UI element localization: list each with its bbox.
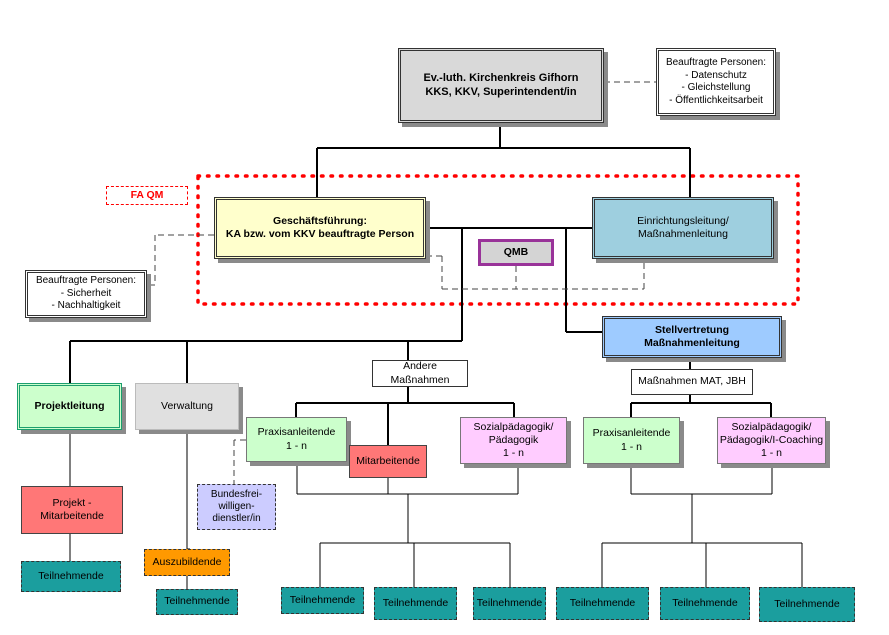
auszubildende-box: Auszubildende [144, 549, 230, 576]
sozialpaedagogik-left-line1: Sozialpädagogik/ [473, 420, 554, 433]
sozialpaedagogik-right-line2: Pädagogik/I-Coaching [719, 433, 824, 446]
teilnehmende-box: Teilnehmende [156, 589, 238, 615]
beauftragte-top-item: - Öffentlichkeitsarbeit [669, 94, 763, 106]
kirchenkreis-box: Ev.-luth. Kirchenkreis Gifhorn KKS, KKV,… [398, 48, 604, 123]
stellvertretung-line2: Maßnahmenleitung [644, 337, 740, 349]
projekt-mitarbeitende-box: Projekt - Mitarbeitende [21, 486, 123, 534]
massnahmen-mat-box: Maßnahmen MAT, JBH [631, 369, 753, 395]
mitarbeitende-text: Mitarbeitende [356, 454, 420, 467]
praxisanleitende-left-line1: Praxisanleitende [257, 426, 336, 439]
verwaltung-box: Verwaltung [135, 383, 239, 430]
beauftragte-top-box: Beauftragte Personen: - Datenschutz - Gl… [656, 48, 776, 116]
fa-qm-label: FA QM [106, 186, 188, 205]
beauftragte-top-item: - Gleichstellung [681, 82, 751, 93]
sozialpaedagogik-right-box: Sozialpädagogik/ Pädagogik/I-Coaching 1 … [717, 417, 826, 464]
projekt-mitarbeitende-line1: Projekt - [52, 496, 92, 509]
praxisanleitende-left-line2: 1 - n [285, 439, 307, 452]
teilnehmende-text: Teilnehmende [164, 595, 230, 608]
einrichtungsleitung-box: Einrichtungsleitung/ Maßnahmenleitung [592, 197, 774, 259]
projektleitung-text: Projektleitung [34, 399, 105, 412]
dashed-connectors [147, 81, 656, 497]
andere-massnahmen-box: Andere Maßnahmen [372, 360, 468, 387]
teilnehmende-box: Teilnehmende [21, 561, 121, 592]
beauftragte-left-title: Beauftragte Personen: [35, 275, 137, 287]
teilnehmende-text: Teilnehmende [476, 596, 543, 609]
stellvertretung-line1: Stellvertretung [654, 323, 730, 336]
sozialpaedagogik-right-line3: 1 - n [760, 447, 782, 460]
teilnehmende-text: Teilnehmende [38, 569, 104, 582]
sozialpaedagogik-right-line1: Sozialpädagogik/ [731, 420, 812, 433]
kirchenkreis-line2: KKS, KKV, Superintendent/in [425, 85, 577, 98]
praxisanleitende-right-line1: Praxisanleitende [592, 427, 671, 440]
praxisanleitende-right-box: Praxisanleitende 1 - n [583, 417, 680, 464]
bfd-line3: dienstler/in [212, 513, 261, 524]
stellvertretung-box: Stellvertretung Maßnahmenleitung [602, 316, 782, 358]
sozialpaedagogik-left-box: Sozialpädagogik/ Pädagogik 1 - n [460, 417, 567, 464]
fa-qm-text: FA QM [130, 188, 164, 201]
fa-qm-frame [196, 174, 800, 306]
kirchenkreis-line1: Ev.-luth. Kirchenkreis Gifhorn [423, 71, 579, 84]
beauftragte-top-item: - Datenschutz [685, 69, 747, 81]
geschaeftsfuehrung-line1: Geschäftsführung: [273, 214, 367, 227]
teilnehmende-box: Teilnehmende [660, 587, 750, 620]
teilnehmende-box: Teilnehmende [473, 587, 546, 620]
andere-massnahmen-line2: Maßnahmen [390, 373, 450, 386]
beauftragte-left-item: - Sicherheit [60, 287, 112, 299]
qmb-text: QMB [503, 245, 529, 258]
teilnehmende-text: Teilnehmende [672, 596, 738, 609]
praxisanleitende-right-line2: 1 - n [620, 440, 642, 453]
mitarbeitende-box: Mitarbeitende [349, 445, 427, 478]
teilnehmende-text: Teilnehmende [289, 593, 356, 606]
teilnehmende-text: Teilnehmende [382, 596, 449, 609]
einrichtungsleitung-line2: Maßnahmenleitung [638, 228, 728, 240]
teilnehmende-box: Teilnehmende [556, 587, 649, 620]
praxisanleitende-left-box: Praxisanleitende 1 - n [246, 417, 347, 462]
teilnehmende-box: Teilnehmende [281, 587, 364, 614]
bundesfreiwilligendienst-box: Bundesfrei- willigen- dienstler/in [197, 484, 276, 530]
teilnehmende-box: Teilnehmende [759, 587, 855, 622]
bfd-line2: willigen- [218, 501, 255, 512]
qmb-box: QMB [478, 239, 554, 266]
beauftragte-left-item: - Nachhaltigkeit [51, 300, 121, 312]
thin-connectors [69, 430, 803, 589]
projektleitung-box: Projektleitung [17, 383, 122, 430]
projekt-mitarbeitende-line2: Mitarbeitende [40, 510, 104, 522]
sozialpaedagogik-left-line3: 1 - n [502, 447, 524, 460]
geschaeftsfuehrung-box: Geschäftsführung: KA bzw. vom KKV beauft… [214, 197, 426, 259]
solid-connectors [69, 122, 772, 445]
andere-massnahmen-line1: Andere [403, 360, 437, 373]
beauftragte-left-box: Beauftragte Personen: - Sicherheit - Nac… [25, 270, 147, 318]
sozialpaedagogik-left-line2: Pädagogik [488, 433, 539, 446]
beauftragte-top-title: Beauftragte Personen: [665, 57, 767, 68]
teilnehmende-text: Teilnehmende [774, 597, 840, 610]
auszubildende-text: Auszubildende [152, 555, 222, 568]
teilnehmende-box: Teilnehmende [374, 587, 457, 620]
teilnehmende-text: Teilnehmende [569, 596, 636, 609]
verwaltung-text: Verwaltung [161, 399, 213, 412]
bfd-line1: Bundesfrei- [210, 489, 263, 500]
einrichtungsleitung-line1: Einrichtungsleitung/ [637, 214, 729, 227]
massnahmen-mat-text: Maßnahmen MAT, JBH [638, 375, 746, 388]
geschaeftsfuehrung-line2: KA bzw. vom KKV beauftragte Person [225, 228, 415, 240]
